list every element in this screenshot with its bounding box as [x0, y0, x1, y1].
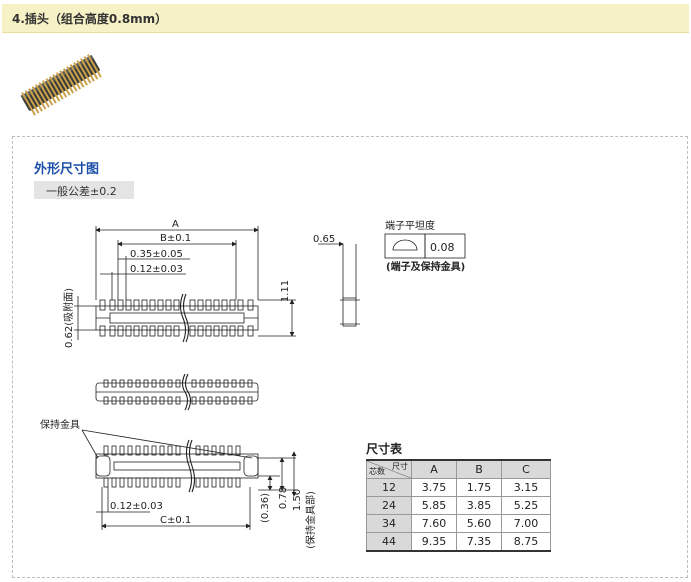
header-title: 4.插头（组合高度0.8mm）	[12, 12, 168, 26]
tolerance-text: 一般公差±0.2	[46, 185, 117, 198]
dim-b: B±0.1	[160, 233, 191, 244]
cell-core: 12	[366, 478, 412, 497]
cell-b: 5.60	[456, 514, 502, 533]
dim-a: A	[172, 219, 179, 230]
dim-150: 1.50	[292, 489, 303, 511]
dim-suction: 0.62(吸附面)	[62, 288, 75, 348]
cell-c: 8.75	[501, 532, 551, 552]
cell-a: 7.60	[411, 514, 457, 533]
tolerance-badge: 一般公差±0.2	[34, 181, 134, 199]
corner-top: 尺寸	[392, 462, 408, 471]
col-header-c: C	[501, 459, 551, 479]
col-header-a: A	[411, 459, 457, 479]
cell-a: 9.35	[411, 532, 457, 552]
cell-core: 44	[366, 532, 412, 552]
dim-036: (0.36)	[260, 493, 271, 523]
col-header-b: B	[456, 459, 502, 479]
cell-a: 3.75	[411, 478, 457, 497]
size-table-title: 尺寸表	[366, 442, 403, 456]
dim-078: 0.78	[278, 487, 289, 509]
table-row: 24 5.85 3.85 5.25	[366, 496, 551, 515]
cell-c: 7.00	[501, 514, 551, 533]
section-title: 外形尺寸图	[34, 162, 100, 177]
cell-core: 34	[366, 514, 412, 533]
cell-b: 1.75	[456, 478, 502, 497]
dim-height: 1.11	[280, 280, 291, 302]
size-table: 芯数 尺寸 A B C 12 3.75 1.75 3.15 24 5.85 3.…	[366, 459, 551, 552]
cell-b: 3.85	[456, 496, 502, 515]
dim-fitting-part: (保持金具部)	[304, 491, 317, 549]
flatness-label: 端子平坦度	[385, 219, 435, 232]
section-header: 4.插头（组合高度0.8mm）	[2, 4, 689, 33]
table-corner: 芯数 尺寸	[366, 459, 412, 479]
dim-bottom-width: 0.12±0.03	[110, 501, 163, 512]
cell-c: 5.25	[501, 496, 551, 515]
fitting-label: 保持金具	[40, 418, 80, 431]
dimension-box	[12, 136, 688, 578]
corner-bottom: 芯数	[369, 467, 385, 476]
dim-pitch: 0.35±0.05	[130, 249, 183, 260]
table-row: 34 7.60 5.60 7.00	[366, 514, 551, 533]
dim-c: C±0.1	[160, 515, 191, 526]
flatness-note: (端子及保持金具)	[386, 260, 465, 273]
flatness-value: 0.08	[430, 241, 455, 254]
cell-c: 3.15	[501, 478, 551, 497]
cell-a: 5.85	[411, 496, 457, 515]
product-photo	[20, 54, 102, 116]
dim-width: 0.12±0.03	[130, 264, 183, 275]
table-row: 44 9.35 7.35 8.75	[366, 532, 551, 552]
dim-side: 0.65	[313, 234, 335, 245]
cell-b: 7.35	[456, 532, 502, 552]
cell-core: 24	[366, 496, 412, 515]
table-row: 12 3.75 1.75 3.15	[366, 478, 551, 497]
